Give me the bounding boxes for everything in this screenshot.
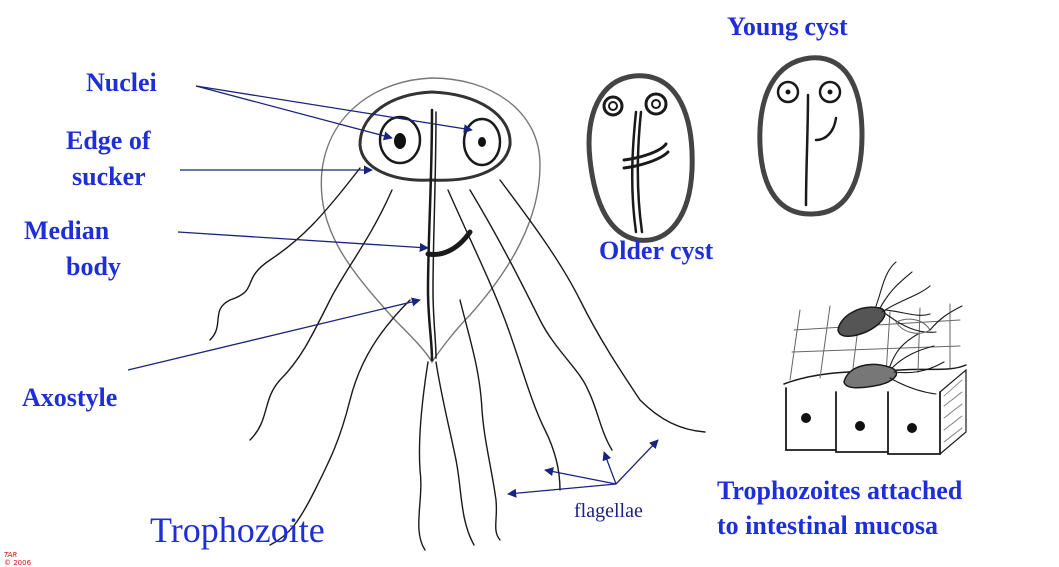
label-attached-line1: Trophozoites attached [717,478,962,504]
signature-year: © 2006 [4,560,31,567]
flagellum-5 [436,362,474,545]
label-young-cyst: Young cyst [727,14,848,40]
flagellum-3 [270,300,410,545]
label-median-body-line2: body [66,254,121,280]
axostyle [428,110,432,360]
flagellum-1 [210,168,360,340]
label-edge-of-sucker-line2: sucker [72,164,146,190]
trophozoite-drawing [210,78,705,550]
signature-initials: TAR [4,552,17,559]
label-flagellae: flagellae [574,501,643,521]
label-nuclei: Nuclei [86,70,157,96]
pointer-flagellae-2 [545,470,616,484]
attached-trophozoite-2 [844,364,897,387]
cell-nucleus-3 [907,423,917,433]
pointer-axostyle [128,300,420,370]
mucosa-drawing [784,262,966,454]
nucleolus-left [394,133,406,149]
label-older-cyst: Older cyst [599,238,713,264]
label-trophozoite: Trophozoite [150,512,325,548]
young-cyst-drawing [760,58,862,214]
flagellum-6 [460,300,500,540]
cell-nucleus-1 [801,413,811,423]
label-axostyle: Axostyle [22,385,117,411]
label-attached-line2: to intestinal mucosa [717,513,938,539]
attached-trophozoite-1 [838,307,885,336]
nucleolus-right [478,137,486,147]
pointer-flagellae-4 [616,440,658,484]
cell-nucleus-2 [855,421,865,431]
pointers [128,86,658,494]
label-median-body-line1: Median [24,218,109,244]
label-edge-of-sucker-line1: Edge of [66,128,151,154]
pointer-flagellae-3 [604,452,616,484]
flagellum-2 [250,190,392,440]
pointer-flagellae-1 [508,484,616,494]
flagellum-4 [419,362,428,550]
older-cyst-drawing [589,76,692,241]
